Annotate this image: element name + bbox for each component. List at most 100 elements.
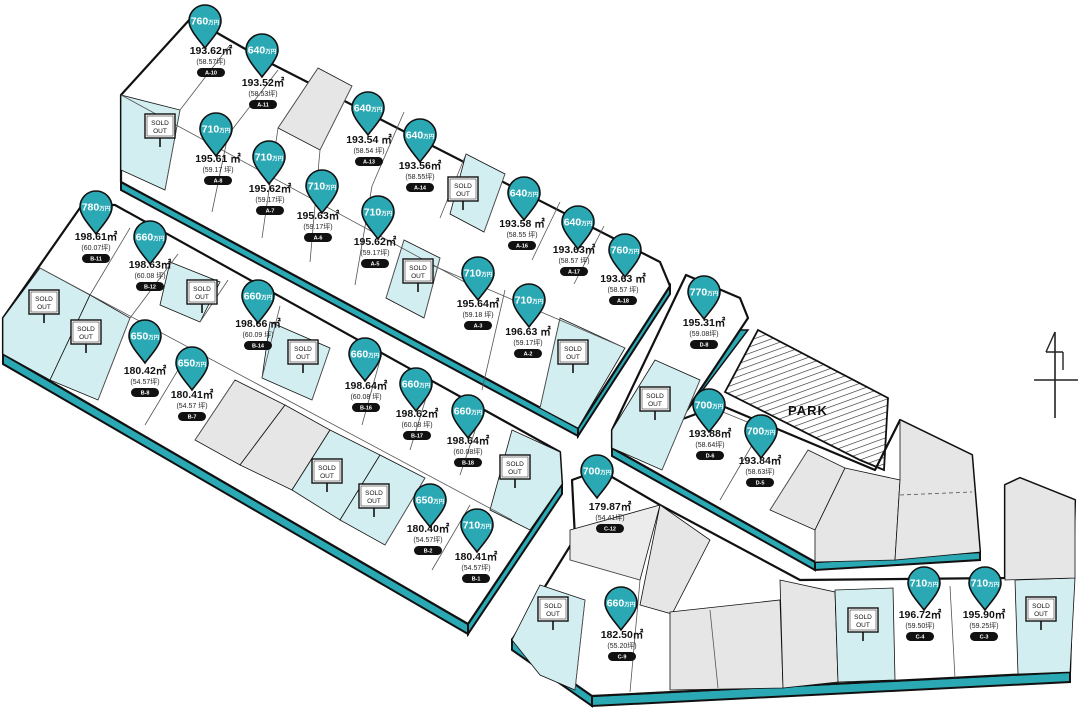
price-pin[interactable]: 650万円: [128, 319, 162, 365]
price-label: 710万円: [910, 578, 939, 590]
price-pin[interactable]: 640万円: [561, 205, 595, 251]
price-pin[interactable]: 700万円: [692, 388, 726, 434]
price-pin[interactable]: 710万円: [907, 566, 941, 612]
price-pin[interactable]: 660万円: [399, 367, 433, 413]
lot-label[interactable]: 195.63㎡(59.17坪)A-6: [297, 209, 340, 242]
map-pin-icon: [399, 367, 433, 413]
lot-label[interactable]: 193.62㎡(58.57坪)A-10: [190, 44, 233, 77]
price-pin[interactable]: 650万円: [413, 483, 447, 529]
sold-out-text: SOLD: [854, 614, 872, 621]
lot-tsubo: (58.64坪): [695, 441, 724, 449]
lot-label[interactable]: 195.90㎡(59.25坪)C-3: [963, 608, 1006, 641]
lot-area: 182.50㎡: [601, 628, 644, 641]
price-pin[interactable]: 700万円: [580, 454, 614, 500]
price-pin[interactable]: 760万円: [608, 233, 642, 279]
price-pin[interactable]: 710万円: [968, 566, 1002, 612]
lot-area: 180.40㎡: [407, 522, 450, 535]
lot-label[interactable]: 195.64㎡(59.18 坪)A-3: [457, 297, 500, 330]
map-pin-icon: [188, 4, 222, 50]
lot-label[interactable]: 198.64㎡(60.08 坪)B-16: [345, 379, 388, 412]
price-label: 650万円: [131, 331, 160, 343]
lot-label[interactable]: 180.41㎡(54.57 坪)B-7: [171, 388, 214, 421]
price-pin[interactable]: 660万円: [451, 394, 485, 440]
lot-tsubo: (60.08 坪): [350, 393, 381, 401]
price-pin[interactable]: 710万円: [305, 169, 339, 215]
price-pin[interactable]: 770万円: [687, 275, 721, 321]
price-pin[interactable]: 640万円: [245, 33, 279, 79]
price-pin[interactable]: 650万円: [175, 346, 209, 392]
lot-label[interactable]: 198.61㎡(60.07坪)B-11: [75, 230, 118, 263]
lot-label[interactable]: 193.58 ㎡(58.55 坪)A-16: [499, 217, 545, 250]
sold-out-text: OUT: [37, 304, 51, 311]
lot-id-badge: [690, 340, 718, 349]
lot-id-badge: [256, 206, 284, 215]
price-pin[interactable]: 660万円: [133, 220, 167, 266]
lot-labels-layer: 193.62㎡(58.57坪)A-10 193.52㎡(58.53坪)A-11 19…: [75, 44, 1006, 661]
lot-label[interactable]: 198.63㎡(60.08 坪)B-12: [129, 258, 172, 291]
lot-area: 198.64㎡: [447, 434, 490, 447]
lot-sold-c2[interactable]: [1014, 577, 1076, 675]
price-pin[interactable]: 780万円: [79, 190, 113, 236]
lot-area: 195.62㎡: [249, 182, 292, 195]
price-pin[interactable]: 710万円: [361, 195, 395, 241]
price-pin[interactable]: 660万円: [604, 586, 638, 632]
price-pin[interactable]: 710万円: [460, 508, 494, 554]
lot-label[interactable]: 196.63 ㎡(59.17坪)A-2: [505, 325, 551, 358]
lot-area: 198.62㎡: [396, 407, 439, 420]
lot-label[interactable]: 182.50㎡(55.20坪)C-9: [601, 628, 644, 661]
price-pin[interactable]: 640万円: [507, 176, 541, 222]
price-pin[interactable]: 640万円: [403, 118, 437, 164]
map-pin-icon: [604, 586, 638, 632]
lot-label[interactable]: 180.42㎡(54.57坪)B-8: [124, 364, 167, 397]
lot-label[interactable]: 198.62㎡(60.08 坪)B-17: [396, 407, 439, 440]
map-pin-icon: [512, 283, 546, 329]
price-label: 640万円: [406, 130, 435, 142]
lot-label[interactable]: 198.64㎡(60.08坪)B-18: [447, 434, 490, 467]
price-pin[interactable]: 710万円: [461, 256, 495, 302]
lot-label[interactable]: 193.52㎡(58.53坪)A-11: [242, 76, 285, 109]
sold-out-text: SOLD: [193, 286, 211, 293]
map-pin-icon: [507, 176, 541, 222]
price-label: 760万円: [191, 16, 220, 28]
price-label: 770万円: [690, 287, 719, 299]
lot-label[interactable]: 193.56㎡(58.55坪)A-14: [399, 159, 442, 192]
lot-id: A-2: [524, 352, 533, 358]
lot-label[interactable]: 195.62㎡(59.17坪)A-5: [354, 235, 397, 268]
lot-sold-c5[interactable]: [834, 587, 896, 683]
price-pin[interactable]: 710万円: [199, 112, 233, 158]
lot-label[interactable]: 193.63㎡(58.57 坪)A-17: [553, 243, 596, 276]
lot-label[interactable]: 195.61 ㎡(59.17 坪)A-8: [195, 152, 241, 185]
lot-label[interactable]: 193.88㎡(58.64坪)D-6: [689, 427, 732, 460]
price-pin[interactable]: 660万円: [241, 279, 275, 325]
lot-label[interactable]: 193.84㎡(58.63坪)D-5: [739, 454, 782, 487]
lot-label[interactable]: 179.87㎡(54.41坪)C-12: [589, 500, 632, 533]
price-label: 760万円: [611, 245, 640, 257]
lot-label[interactable]: 196.72㎡(59.50坪)C-4: [899, 608, 942, 641]
lot-label[interactable]: 180.40㎡(54.57坪)B-2: [407, 522, 450, 555]
sold-out-text: OUT: [296, 354, 310, 361]
price-pin[interactable]: 760万円: [188, 4, 222, 50]
lot-id-badge: [464, 321, 492, 330]
block-c-lot-lines: [569, 559, 956, 693]
price-pin[interactable]: 710万円: [512, 283, 546, 329]
lot-label[interactable]: 193.54 ㎡(58.54 坪)A-13: [346, 133, 392, 166]
lot-label[interactable]: 193.63 ㎡(58.57 坪)A-18: [600, 272, 646, 305]
lot-label[interactable]: 180.41㎡(54.57坪)B-1: [455, 550, 498, 583]
lot-id-badge: [406, 183, 434, 192]
sold-out-text: OUT: [320, 473, 334, 480]
sold-out-text: OUT: [856, 622, 870, 629]
lot-area: 179.87㎡: [589, 500, 632, 513]
lot-label[interactable]: 195.62㎡(59.17坪)A-7: [249, 182, 292, 215]
price-pin[interactable]: 700万円: [744, 414, 778, 460]
price-pin[interactable]: 640万円: [351, 91, 385, 137]
price-pin[interactable]: 710万円: [252, 140, 286, 186]
price-pin[interactable]: 660万円: [348, 337, 382, 383]
lot-label[interactable]: 195.31㎡(59.08坪)D-8: [683, 316, 726, 349]
lot-area: 195.63㎡: [297, 209, 340, 222]
